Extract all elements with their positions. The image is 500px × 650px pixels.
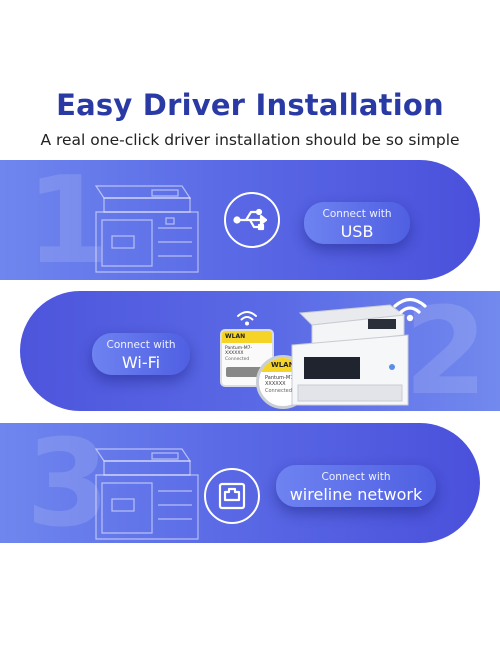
connect-wifi-label: Connect with Wi-Fi [92, 333, 190, 375]
ethernet-icon [218, 482, 246, 510]
ethernet-icon-circle [204, 468, 260, 524]
page-title: Easy Driver Installation [56, 88, 444, 122]
wifi-icon [237, 311, 257, 326]
printer-wifi-icon [393, 297, 427, 322]
zoom-device-name: Pantum-M7-XXXXXX [265, 375, 296, 387]
connect-with-text: Connect with [106, 339, 176, 351]
connect-with-text: Connect with [322, 208, 392, 220]
printer-outline-illustration [94, 448, 199, 540]
wifi-section: 2 Connect with Wi-Fi WLAN Pantum-M7-XXXX… [20, 291, 500, 411]
printer-illustration [291, 304, 409, 406]
page-subtitle: A real one-click driver installation sho… [40, 131, 460, 149]
wifi-status: Connected [225, 357, 250, 362]
usb-icon-circle [224, 192, 280, 248]
connect-usb-label: Connect with USB [304, 202, 410, 244]
zoom-status: Connected [265, 388, 292, 394]
connection-method-wifi: Wi-Fi [121, 353, 161, 372]
wlan-header: WLAN [222, 331, 272, 343]
connection-method-wireline: wireline network [289, 485, 423, 504]
usb-icon [233, 208, 268, 231]
connection-method-usb: USB [340, 222, 374, 241]
connect-wireline-label: Connect with wireline network [276, 465, 436, 507]
wifi-device-name: Pantum-M7-XXXXXX [225, 346, 253, 356]
printer-outline-illustration [94, 185, 199, 273]
wireline-section: 3 Connect with wireline network [0, 423, 480, 543]
connect-with-text: Connect with [321, 471, 391, 483]
usb-section: 1 Connect with [0, 160, 480, 280]
